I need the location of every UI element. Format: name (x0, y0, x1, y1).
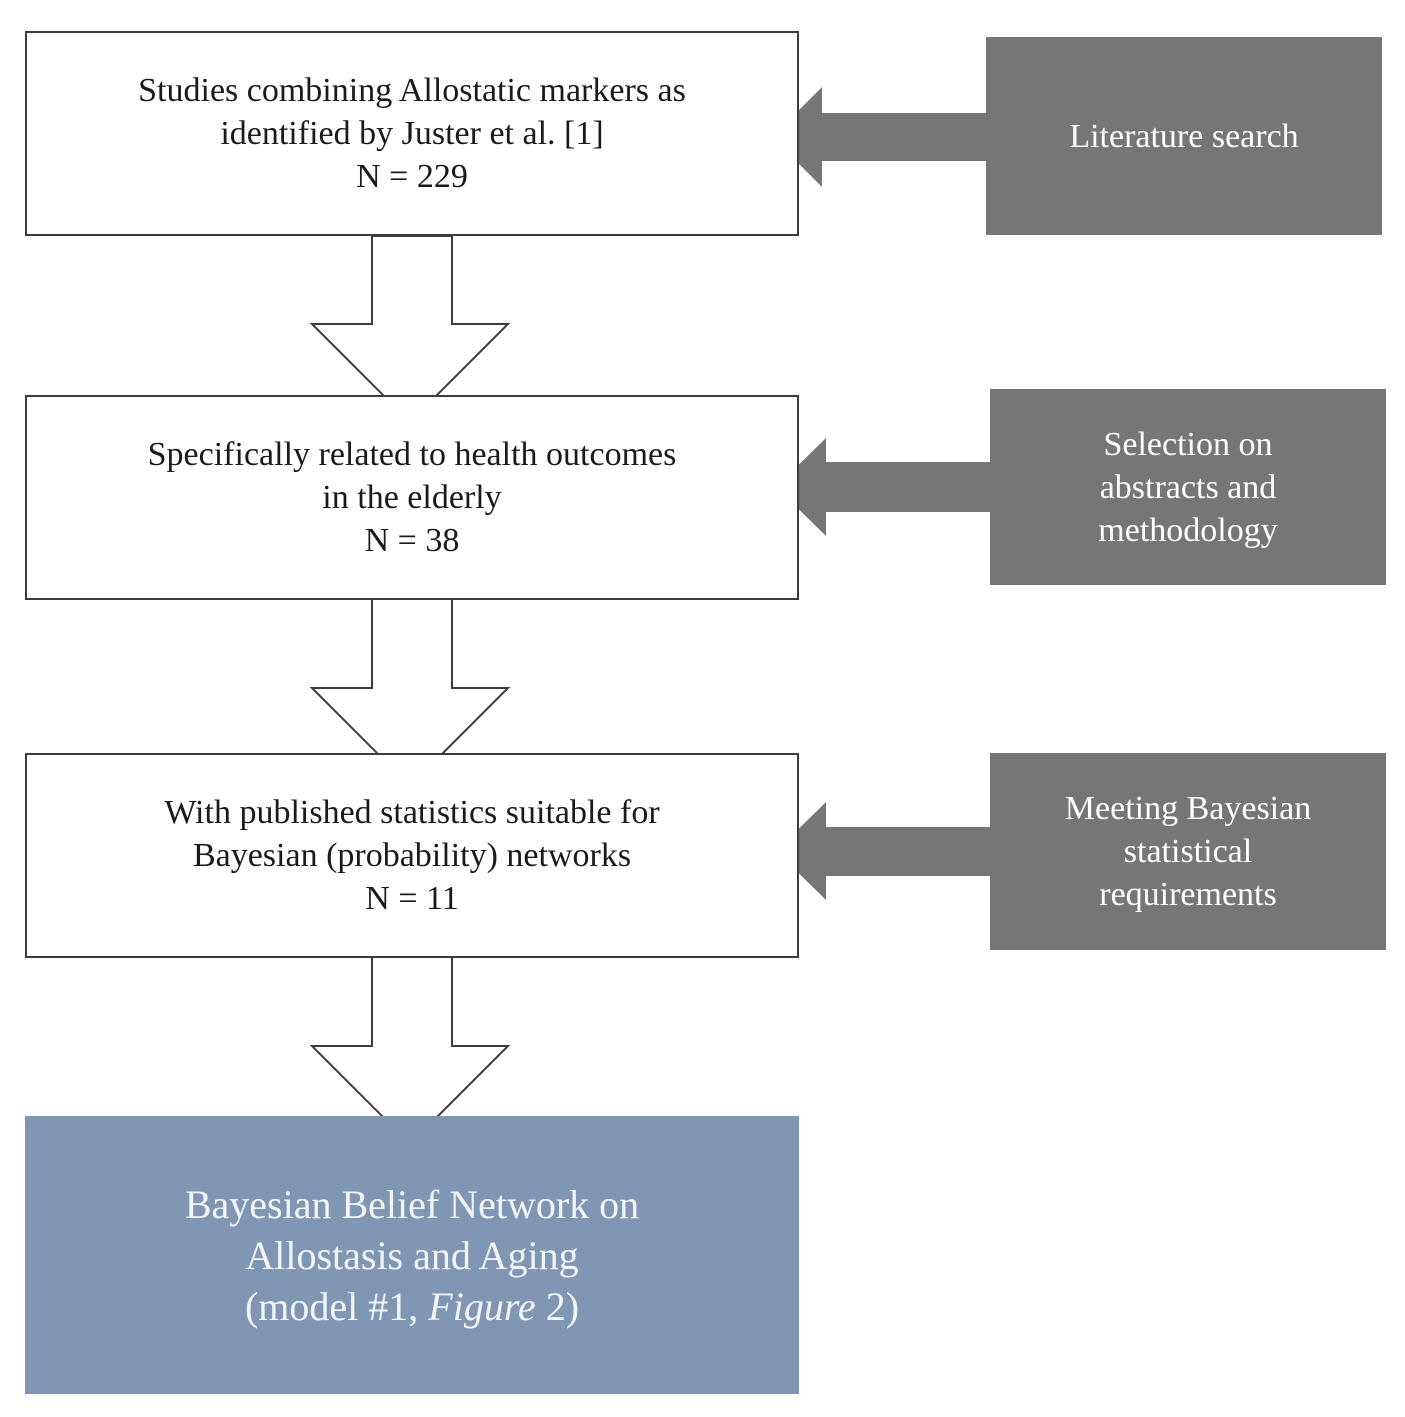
side-2-line-3: methodology (1098, 511, 1278, 549)
down-arrow-3 (309, 956, 511, 1146)
step-box-2: Specifically related to health outcomes … (25, 395, 799, 600)
down-arrow-2 (309, 598, 511, 788)
left-arrow-2 (776, 438, 990, 536)
side-1-line-1: Literature search (1069, 117, 1299, 155)
left-arrow-1 (772, 87, 986, 187)
side-2-line-2: abstracts and (1099, 468, 1277, 506)
result-line-3: (model #1, Figure 2) (245, 1281, 579, 1332)
step-2-count: N = 38 (364, 522, 460, 559)
result-line-1: Bayesian Belief Network on (184, 1181, 640, 1227)
side-box-literature-search: Literature search (986, 37, 1382, 235)
step-3-line-2: Bayesian (probability) networks (192, 837, 632, 874)
side-box-bayesian-requirements: Meeting Bayesian statistical requirement… (990, 753, 1386, 950)
down-arrow-1 (309, 235, 511, 424)
result-line-3-post: 2) (535, 1283, 580, 1329)
step-box-1: Studies combining Allostatic markers as … (25, 31, 799, 236)
step-1-line-1: Studies combining Allostatic markers as (138, 72, 686, 109)
step-3-line-1: With published statistics suitable for (164, 794, 660, 831)
side-2-line-1: Selection on (1103, 425, 1273, 463)
step-box-3: With published statistics suitable for B… (25, 753, 799, 958)
step-1-count: N = 229 (356, 158, 468, 195)
result-line-3-figure: Figure (428, 1283, 536, 1329)
left-arrow-3 (776, 802, 990, 900)
side-3-line-1: Meeting Bayesian (1064, 790, 1312, 827)
step-3-count: N = 11 (365, 880, 459, 917)
step-1-line-2: identified by Juster et al. [1] (220, 115, 604, 152)
result-line-3-pre: (model #1, (244, 1283, 429, 1329)
side-3-line-3: requirements (1099, 876, 1277, 913)
side-box-selection: Selection on abstracts and methodology (990, 389, 1386, 585)
step-2-line-1: Specifically related to health outcomes (147, 436, 677, 473)
result-line-2: Allostasis and Aging (245, 1232, 579, 1278)
step-2-line-2: in the elderly (322, 479, 502, 516)
side-3-line-2: statistical (1123, 833, 1253, 870)
result-box: Bayesian Belief Network on Allostasis an… (25, 1116, 799, 1394)
